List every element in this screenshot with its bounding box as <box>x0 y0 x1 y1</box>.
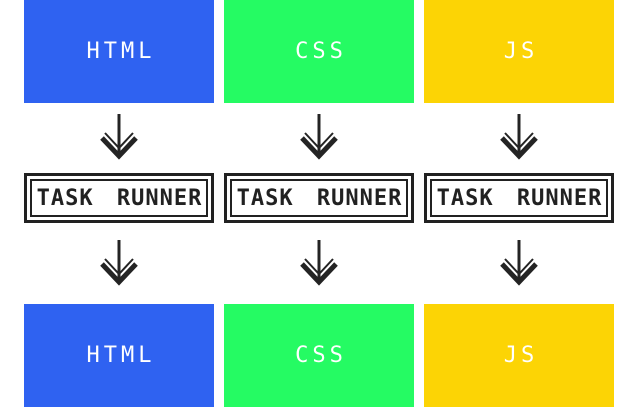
task-runner-box-html: TASK RUNNER <box>24 173 214 223</box>
output-box-css-label: CSS <box>295 343 347 368</box>
arrow-zone <box>424 223 614 304</box>
down-arrow-icon <box>500 114 538 160</box>
pipeline-column-html: HTML TASK RUNNER HTML <box>24 0 214 409</box>
task-runner-box-inner: TASK RUNNER <box>430 179 608 217</box>
arrow-zone <box>24 223 214 304</box>
task-runner-label: TASK RUNNER <box>436 185 603 211</box>
source-box-js-label: JS <box>503 39 539 64</box>
source-box-js: JS <box>424 0 614 103</box>
source-box-css-label: CSS <box>295 39 347 64</box>
source-box-css: CSS <box>224 0 414 103</box>
arrow-zone <box>424 103 614 173</box>
down-arrow-icon <box>100 114 138 160</box>
task-runner-box-js: TASK RUNNER <box>424 173 614 223</box>
source-box-html-label: HTML <box>86 39 156 64</box>
arrow-zone <box>24 103 214 173</box>
source-box-html: HTML <box>24 0 214 103</box>
output-box-css: CSS <box>224 304 414 407</box>
pipeline-column-js: JS TASK RUNNER JS <box>424 0 614 409</box>
down-arrow-icon <box>100 239 138 286</box>
task-runner-box-inner: TASK RUNNER <box>30 179 208 217</box>
task-runner-label: TASK RUNNER <box>36 185 203 211</box>
down-arrow-icon <box>300 239 338 286</box>
output-box-html: HTML <box>24 304 214 407</box>
arrow-zone <box>224 103 414 173</box>
output-box-js: JS <box>424 304 614 407</box>
task-runner-box-css: TASK RUNNER <box>224 173 414 223</box>
arrow-zone <box>224 223 414 304</box>
task-runner-label: TASK RUNNER <box>236 185 403 211</box>
down-arrow-icon <box>500 239 538 286</box>
down-arrow-icon <box>300 114 338 160</box>
output-box-js-label: JS <box>503 343 539 368</box>
task-runner-box-inner: TASK RUNNER <box>230 179 408 217</box>
output-box-html-label: HTML <box>86 343 156 368</box>
pipeline-column-css: CSS TASK RUNNER CSS <box>224 0 414 409</box>
